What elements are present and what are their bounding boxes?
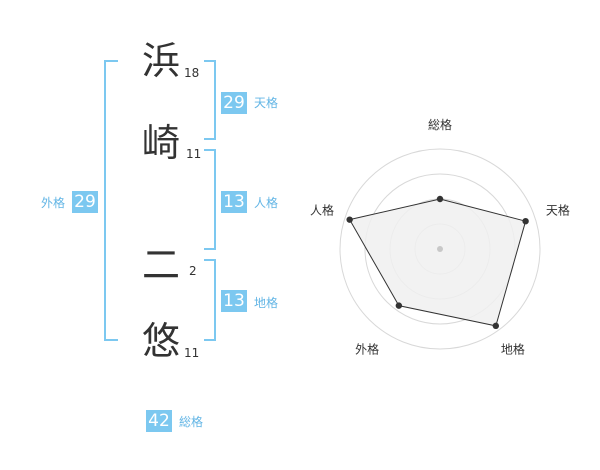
radar-axis-label: 総格 bbox=[428, 117, 452, 132]
radar-center-dot bbox=[437, 246, 443, 252]
jinkaku-label: 人格 bbox=[254, 196, 279, 210]
gaikaku-value: 29 bbox=[72, 191, 98, 213]
radar-point bbox=[395, 302, 403, 309]
radar-point bbox=[522, 217, 529, 225]
name-char-1: 浜 bbox=[142, 39, 181, 83]
tenkaku-label: 天格 bbox=[254, 96, 279, 110]
radar-axis-label: 地格 bbox=[501, 341, 525, 356]
jinkaku-bracket bbox=[204, 149, 216, 250]
name-char-2: 崎 bbox=[142, 121, 181, 165]
stroke-count-1: 18 bbox=[184, 66, 200, 80]
tenkaku-value: 29 bbox=[221, 92, 247, 114]
stroke-count-3: 2 bbox=[189, 264, 197, 278]
chikaku-bracket bbox=[204, 259, 216, 341]
radar-axis-label: 天格 bbox=[546, 203, 570, 218]
radar-point bbox=[346, 216, 353, 223]
name-char-3: 二 bbox=[142, 243, 181, 287]
stroke-count-4: 11 bbox=[184, 346, 200, 360]
gaikaku-label: 外格 bbox=[41, 196, 66, 210]
tenkaku-bracket bbox=[204, 60, 216, 140]
soukaku-value: 42 bbox=[146, 410, 172, 432]
chikaku-label: 地格 bbox=[254, 296, 279, 310]
radar-axis-label: 外格 bbox=[355, 341, 379, 356]
name-char-4: 悠 bbox=[142, 319, 181, 363]
stroke-count-2: 11 bbox=[186, 147, 202, 161]
radar-point bbox=[492, 322, 500, 330]
chikaku-value: 13 bbox=[221, 290, 247, 312]
radar-point bbox=[436, 195, 444, 203]
radar-axis-label: 人格 bbox=[310, 203, 334, 218]
jinkaku-value: 13 bbox=[221, 191, 247, 213]
gaikaku-bracket bbox=[104, 60, 118, 341]
radar-points bbox=[346, 195, 529, 330]
radar-polygon bbox=[348, 198, 527, 327]
soukaku-label: 総格 bbox=[179, 415, 204, 429]
